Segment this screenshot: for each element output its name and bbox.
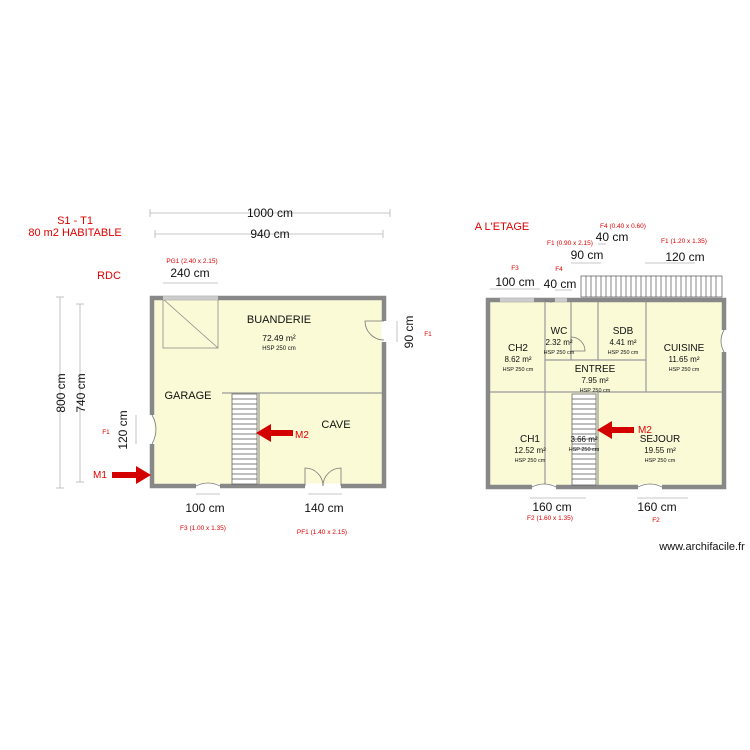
left-window-f1	[149, 414, 157, 445]
room-sejour-name: SEJOUR	[640, 434, 681, 445]
upper-staircase	[571, 393, 597, 486]
ground-inner-width: 940 cm	[250, 227, 289, 241]
upper-dimension-lines	[490, 243, 695, 499]
room-ch2-hsp: HSP 250 cm	[503, 367, 534, 373]
room-ch2-name: CH2	[508, 343, 528, 354]
bottom-window-f3	[195, 482, 221, 489]
upper-opening-f3: F3	[511, 265, 519, 272]
ground-floor-plan	[112, 295, 387, 489]
ground-floor-interior	[152, 298, 384, 486]
ground-f3-width: 100 cm	[185, 501, 224, 515]
room-entree-area: 7.95 m²	[581, 376, 608, 385]
upper-f4b-width: 40 cm	[544, 277, 577, 291]
upper-f1b-width: 120 cm	[665, 250, 704, 264]
upper-opening-f4: F4	[555, 266, 563, 273]
ground-pf1-width: 140 cm	[304, 501, 343, 515]
ground-dimension-lines	[56, 209, 398, 495]
ground-inner-height: 740 cm	[74, 373, 88, 412]
room-sdb-hsp: HSP 250 cm	[608, 350, 639, 356]
room-sejour-area: 19.55 m²	[644, 446, 676, 455]
french-door-pf1	[304, 467, 342, 489]
room-ch2-area: 8.62 m²	[504, 355, 531, 364]
marker-m2-upper: M2	[638, 425, 652, 436]
ground-pg1-width: 240 cm	[170, 266, 209, 280]
room-cuisine-hsp: HSP 250 cm	[669, 367, 700, 373]
ground-f1-left-height: 120 cm	[116, 410, 130, 449]
upper-floor-label: A L'ETAGE	[475, 221, 529, 233]
ground-opening-pg1: PG1 (2.40 x 2.15)	[166, 258, 217, 265]
ground-opening-pf1: PF1 (1.40 x 2.15)	[297, 529, 347, 536]
upper-roof-stair-strip	[580, 275, 723, 298]
room-cuisine-area: 11.65 m²	[669, 355, 700, 364]
arrow-m2-upper-icon	[597, 421, 634, 439]
room-ch1-area: 12.52 m²	[514, 446, 546, 455]
room-wc-hsp: HSP 250 cm	[544, 350, 575, 356]
upper-f1-width: 90 cm	[571, 248, 604, 262]
ground-opening-f1-left: F1	[102, 429, 110, 436]
room-buanderie-name: BUANDERIE	[247, 314, 311, 326]
upper-floor-plan	[485, 275, 727, 490]
room-wc-area: 2.32 m²	[545, 338, 572, 347]
upper-floor-walls	[485, 297, 727, 490]
watermark: www.archifacile.fr	[658, 541, 745, 553]
upper-f2b-width: 160 cm	[637, 500, 676, 514]
room-sdb-name: SDB	[613, 326, 634, 337]
right-window-f1	[364, 320, 387, 342]
upper-opening-f2-right: F2	[652, 517, 660, 524]
upper-f4-width: 40 cm	[596, 230, 629, 244]
room-wc-name: WC	[551, 326, 568, 337]
ground-floor-walls	[149, 295, 387, 489]
upper-opening-f1-top: F1 (0.90 x 2.15)	[547, 240, 593, 247]
ground-staircase	[231, 393, 258, 485]
ground-overall-height: 800 cm	[54, 373, 68, 412]
ground-f1-right-height: 90 cm	[402, 316, 416, 349]
room-buanderie-area: 72.49 m²	[262, 333, 296, 343]
marker-m2-ground: M2	[295, 430, 309, 441]
plan-subtitle: 80 m2 HABITABLE	[28, 227, 121, 239]
ground-floor-label: RDC	[97, 270, 121, 282]
ground-opening-f1-right: F1	[424, 331, 432, 338]
upper-opening-f1-right: F1 (1.20 x 1.35)	[661, 238, 707, 245]
room-entree-name: ENTREE	[575, 364, 616, 375]
upper-opening-f4-top: F4 (0.40 x 0.60)	[600, 223, 646, 230]
room-sejour-hsp: HSP 250 cm	[645, 458, 676, 464]
room-ch1-name: CH1	[520, 434, 540, 445]
arrow-m2-icon	[256, 424, 293, 442]
upper-f2a-width: 160 cm	[532, 500, 571, 514]
arrow-m1-icon	[112, 466, 151, 484]
upper-f3-width: 100 cm	[495, 275, 534, 289]
room-buanderie-hsp: HSP 250 cm	[262, 346, 296, 352]
room-cave-name: CAVE	[321, 419, 350, 431]
ground-overall-width: 1000 cm	[247, 206, 293, 220]
room-stair-hsp: HSP 250 cm	[569, 447, 600, 453]
room-garage-name: GARAGE	[164, 390, 211, 402]
marker-m1: M1	[93, 470, 107, 481]
ground-opening-f3: F3 (1.00 x 1.35)	[180, 525, 226, 532]
plan-title: S1 - T1	[57, 215, 93, 227]
room-stair-area: 3.66 m²	[570, 435, 597, 444]
upper-floor-interior	[488, 300, 724, 487]
room-cuisine-name: CUISINE	[664, 343, 705, 354]
upper-opening-f2-left: F2 (1.60 x 1.35)	[527, 515, 573, 522]
room-entree-hsp: HSP 250 cm	[580, 388, 611, 394]
room-ch1-hsp: HSP 250 cm	[515, 458, 546, 464]
room-sdb-area: 4.41 m²	[609, 338, 636, 347]
